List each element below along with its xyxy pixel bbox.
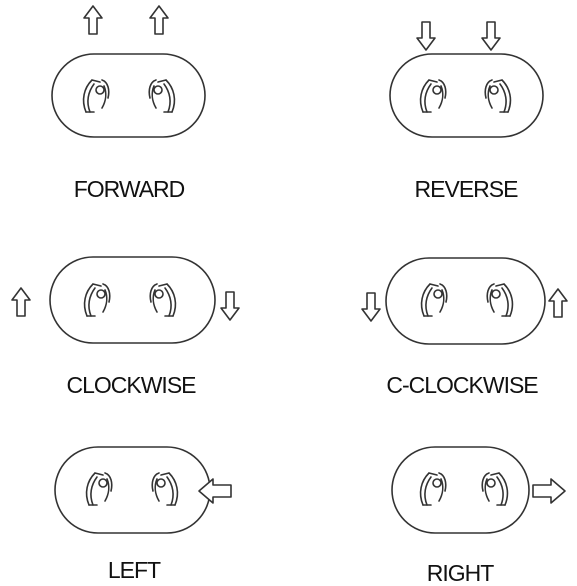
panel-label: FORWARD (74, 176, 185, 202)
controller-outline (49, 256, 216, 344)
panel-forward: FORWARD (51, 5, 206, 202)
hand-icon (481, 472, 509, 506)
arrow-right-icon (532, 478, 566, 504)
hand-icon (83, 283, 111, 317)
hand-icon (148, 79, 176, 113)
panel-label: LEFT (108, 557, 161, 583)
panel-left: LEFT (54, 446, 232, 583)
arrow-up-icon (11, 287, 31, 317)
controller-outline (391, 446, 530, 534)
panel-reverse: REVERSE (389, 21, 544, 202)
controller-outline (54, 446, 211, 534)
controller-outline (389, 53, 544, 138)
hand-icon (419, 79, 447, 113)
hand-icon (419, 472, 447, 506)
hand-icon (420, 283, 448, 317)
arrow-down-icon (220, 291, 240, 321)
arrow-left-icon (198, 478, 232, 504)
panel-cclockwise: C-CLOCKWISE (361, 257, 568, 398)
hand-icon (82, 79, 110, 113)
arrow-up-icon (149, 5, 169, 35)
hand-icon (149, 283, 177, 317)
controller-outline (51, 53, 206, 138)
arrow-up-icon (548, 288, 568, 318)
panel-clockwise: CLOCKWISE (11, 256, 240, 398)
hand-icon (85, 472, 113, 506)
arrow-down-icon (416, 21, 436, 51)
panel-label: REVERSE (415, 176, 519, 202)
arrow-down-icon (361, 292, 381, 322)
panel-label: C-CLOCKWISE (386, 372, 538, 398)
panel-label: CLOCKWISE (66, 372, 196, 398)
hand-icon (486, 283, 514, 317)
arrow-up-icon (83, 5, 103, 35)
controller-outline (385, 257, 546, 345)
hand-icon (151, 472, 179, 506)
panel-right: RIGHT (391, 446, 566, 586)
hand-icon (484, 79, 512, 113)
arrow-down-icon (481, 21, 501, 51)
panel-label: RIGHT (427, 560, 495, 586)
